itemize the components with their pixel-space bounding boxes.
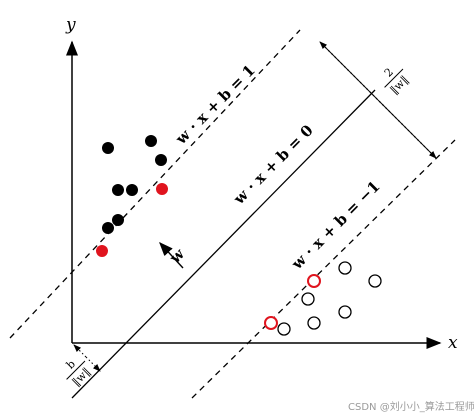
margin-width-arrow-down <box>377 99 437 159</box>
negative-points <box>277 261 382 336</box>
offset-arrow-a <box>73 344 87 358</box>
positive-point <box>126 184 138 196</box>
support-vector-negative <box>307 274 321 288</box>
negative-point <box>307 316 321 330</box>
normal-vector-label: w <box>165 244 188 267</box>
support-vector-positive <box>156 183 168 195</box>
y-axis-label: y <box>65 15 76 35</box>
positive-support-vectors <box>96 183 168 257</box>
upper-margin-line <box>9 29 301 339</box>
negative-point <box>338 305 352 319</box>
offset-fraction: b ‖w‖ <box>64 357 94 389</box>
normal-vector-arrow <box>159 241 184 269</box>
margin-width-arrow-up <box>319 41 379 101</box>
watermark: CSDN @刘小小_算法工程师 <box>348 400 474 413</box>
negative-support-vectors <box>264 274 321 330</box>
positive-points <box>102 135 167 234</box>
positive-point <box>102 142 114 154</box>
positive-point <box>102 222 114 234</box>
negative-point <box>277 322 291 336</box>
negative-point <box>301 292 315 306</box>
support-vector-positive <box>96 245 108 257</box>
hyperplane-label: w · x + b = 0 <box>229 121 316 208</box>
negative-point <box>338 261 352 275</box>
support-vector-negative <box>264 316 278 330</box>
offset-arrow-b <box>85 356 101 372</box>
upper-margin-label: w · x + b = 1 <box>171 61 258 148</box>
margin-width-fraction: 2 ‖w‖ <box>382 65 412 97</box>
lower-margin-label: w · x + b = −1 <box>287 177 383 273</box>
positive-point <box>112 184 124 196</box>
x-axis-label: x <box>448 333 458 353</box>
lower-margin-line <box>191 139 456 399</box>
negative-point <box>368 274 382 288</box>
decision-hyperplane <box>71 89 376 399</box>
positive-point <box>112 214 124 226</box>
positive-point <box>145 135 157 147</box>
positive-point <box>155 154 167 166</box>
